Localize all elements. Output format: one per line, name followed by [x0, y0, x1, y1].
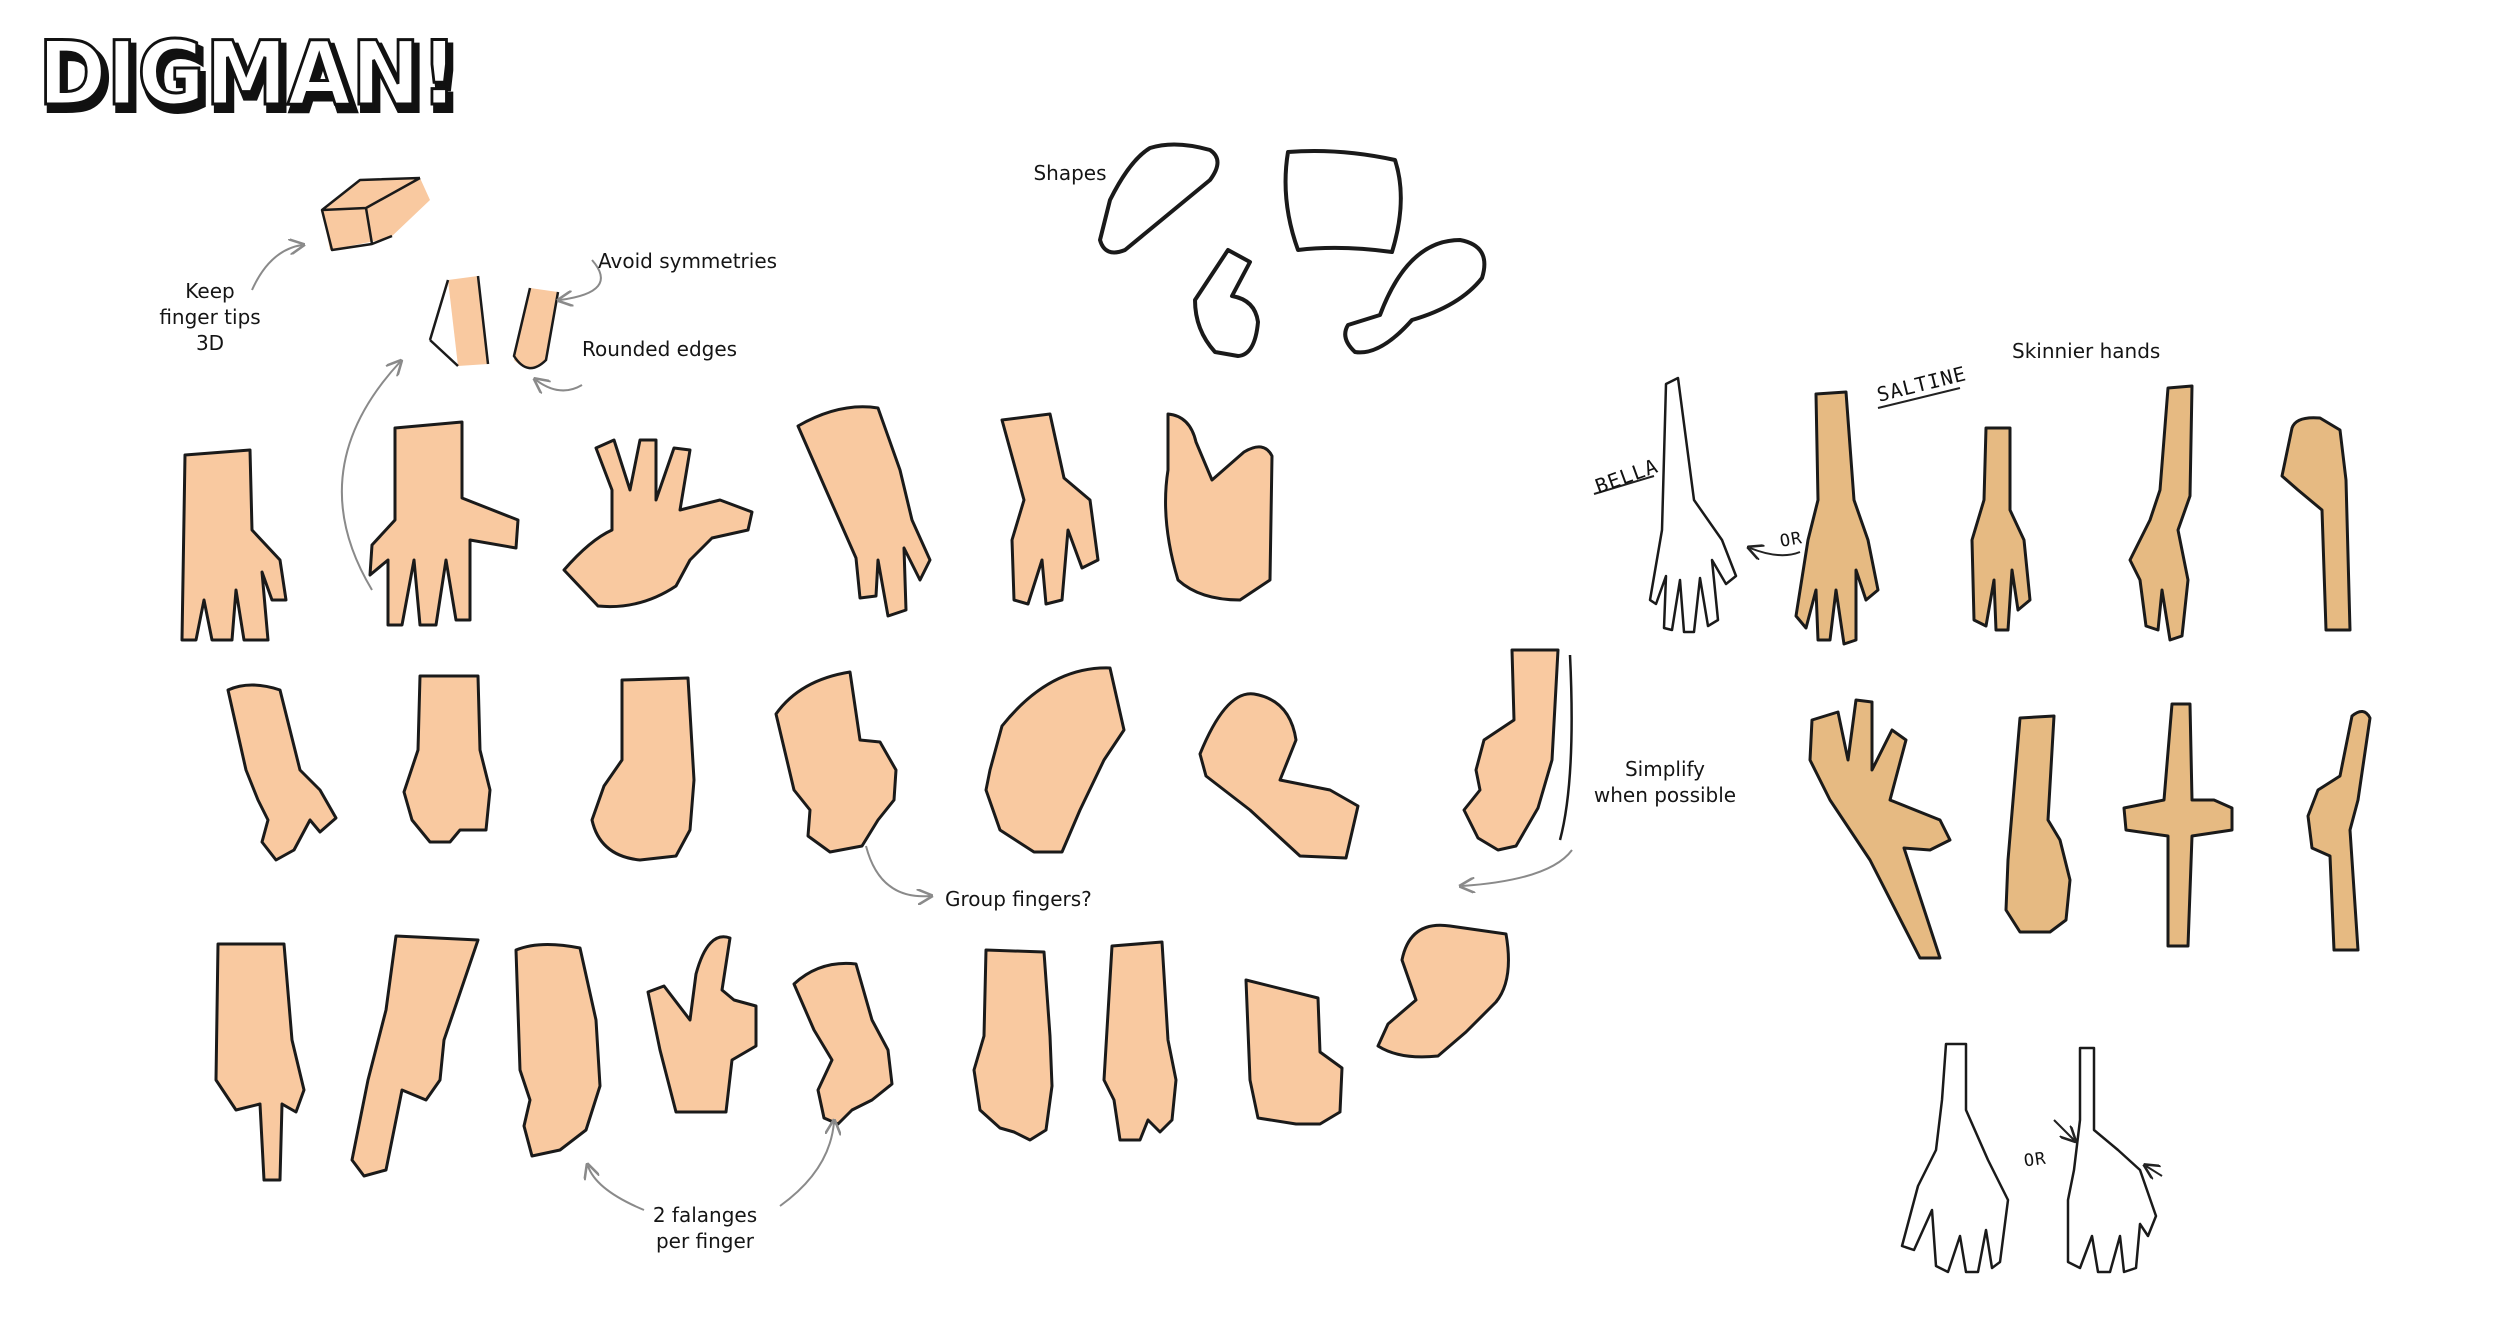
hand-3-7: [1102, 940, 1178, 1142]
hand-2-6: [1198, 692, 1360, 860]
skinny-hand-7: [2122, 702, 2234, 948]
hand-1-4: [796, 405, 932, 618]
hand-row-1: [180, 405, 1274, 642]
hand-2-5: [984, 666, 1126, 854]
arrow-falanges-left: [588, 1166, 645, 1211]
label-avoid-symmetries: Avoid symmetries: [598, 249, 778, 273]
arrow-bottom-right: [2146, 1166, 2163, 1176]
saltine-hand-1: [1794, 390, 1880, 646]
arrow-keep-tips-loop: [340, 362, 400, 591]
label-simplify: Simplify when possible: [1593, 757, 1737, 807]
label-rounded-edges: Rounded edges: [582, 337, 738, 361]
hand-1-1: [180, 448, 288, 642]
label-or-top: OR: [1778, 528, 1805, 552]
hand-1-6: [1164, 412, 1274, 602]
shape-sketches: [1098, 142, 1487, 358]
bella-hand-outline: [1648, 376, 1738, 634]
hand-1-5: [1000, 412, 1100, 606]
arrow-simplify: [1462, 849, 1573, 886]
hand-1-2: [368, 420, 520, 627]
simplify-line: [1558, 654, 1573, 841]
arrow-bottom-left: [2053, 1119, 2074, 1140]
hand-3-5: [792, 961, 894, 1126]
skinny-hand-3: [2128, 384, 2194, 642]
skinny-hand-8: [2306, 710, 2372, 952]
svg-text:DIGMAN!: DIGMAN!: [38, 30, 458, 120]
hand-1-3: [562, 438, 754, 609]
hand-3-2: [350, 934, 480, 1178]
digman-logo: DIGMAN! DIGMAN!: [37, 30, 466, 120]
arrow-rounded-edges: [536, 380, 583, 390]
hand-2-7: [1462, 648, 1560, 852]
hand-2-4: [774, 670, 898, 854]
label-or-bottom: OR: [2022, 1148, 2048, 1172]
outline-hand-right: [2066, 1046, 2158, 1274]
hand-row-2: [226, 648, 1560, 862]
hand-2-1: [226, 683, 338, 862]
hand-2-2: [402, 674, 492, 844]
saltine-underline: [1877, 387, 1961, 409]
arrow-to-block: [251, 245, 302, 291]
outline-hand-left: [1900, 1042, 2010, 1274]
skinny-hand-4: [2280, 416, 2352, 632]
hand-3-4: [646, 935, 758, 1114]
label-falanges: 2 falanges per finger: [652, 1203, 758, 1253]
hand-3-8: [1244, 978, 1344, 1126]
skinny-hand-6: [2004, 714, 2072, 934]
svg-text:DIGMAN!: DIGMAN!: [42, 30, 462, 120]
label-group-fingers: Group fingers?: [945, 887, 1092, 911]
arrow-or-top: [1750, 548, 1801, 555]
bella-underline: [1593, 475, 1655, 495]
label-keep-finger-tips: Keep finger tips 3D: [159, 279, 261, 355]
hand-2-3: [590, 676, 696, 862]
label-shapes: Shapes: [1033, 161, 1107, 185]
arrow-avoid-symmetries: [560, 259, 602, 300]
hand-3-6: [972, 948, 1054, 1142]
skinny-hand-2: [1970, 426, 2032, 632]
hand-3-3: [514, 942, 602, 1158]
label-skinnier-hands: Skinnier hands: [2012, 339, 2161, 363]
hand-3-1: [214, 942, 306, 1182]
bottom-outline-hands: [1900, 1042, 2158, 1274]
fingertip-block-sketch: [320, 176, 430, 252]
skinny-hands-row-1: [1794, 384, 2352, 646]
hand-3-9: [1376, 923, 1510, 1059]
skinny-hands-row-2: [1808, 698, 2372, 960]
skinny-hand-5: [1808, 698, 1952, 960]
arrow-falanges-right: [779, 1122, 834, 1207]
arrow-group-fingers-left: [865, 845, 930, 896]
hand-row-3: [214, 923, 1510, 1182]
finger-stubs-sketch: [428, 275, 560, 370]
